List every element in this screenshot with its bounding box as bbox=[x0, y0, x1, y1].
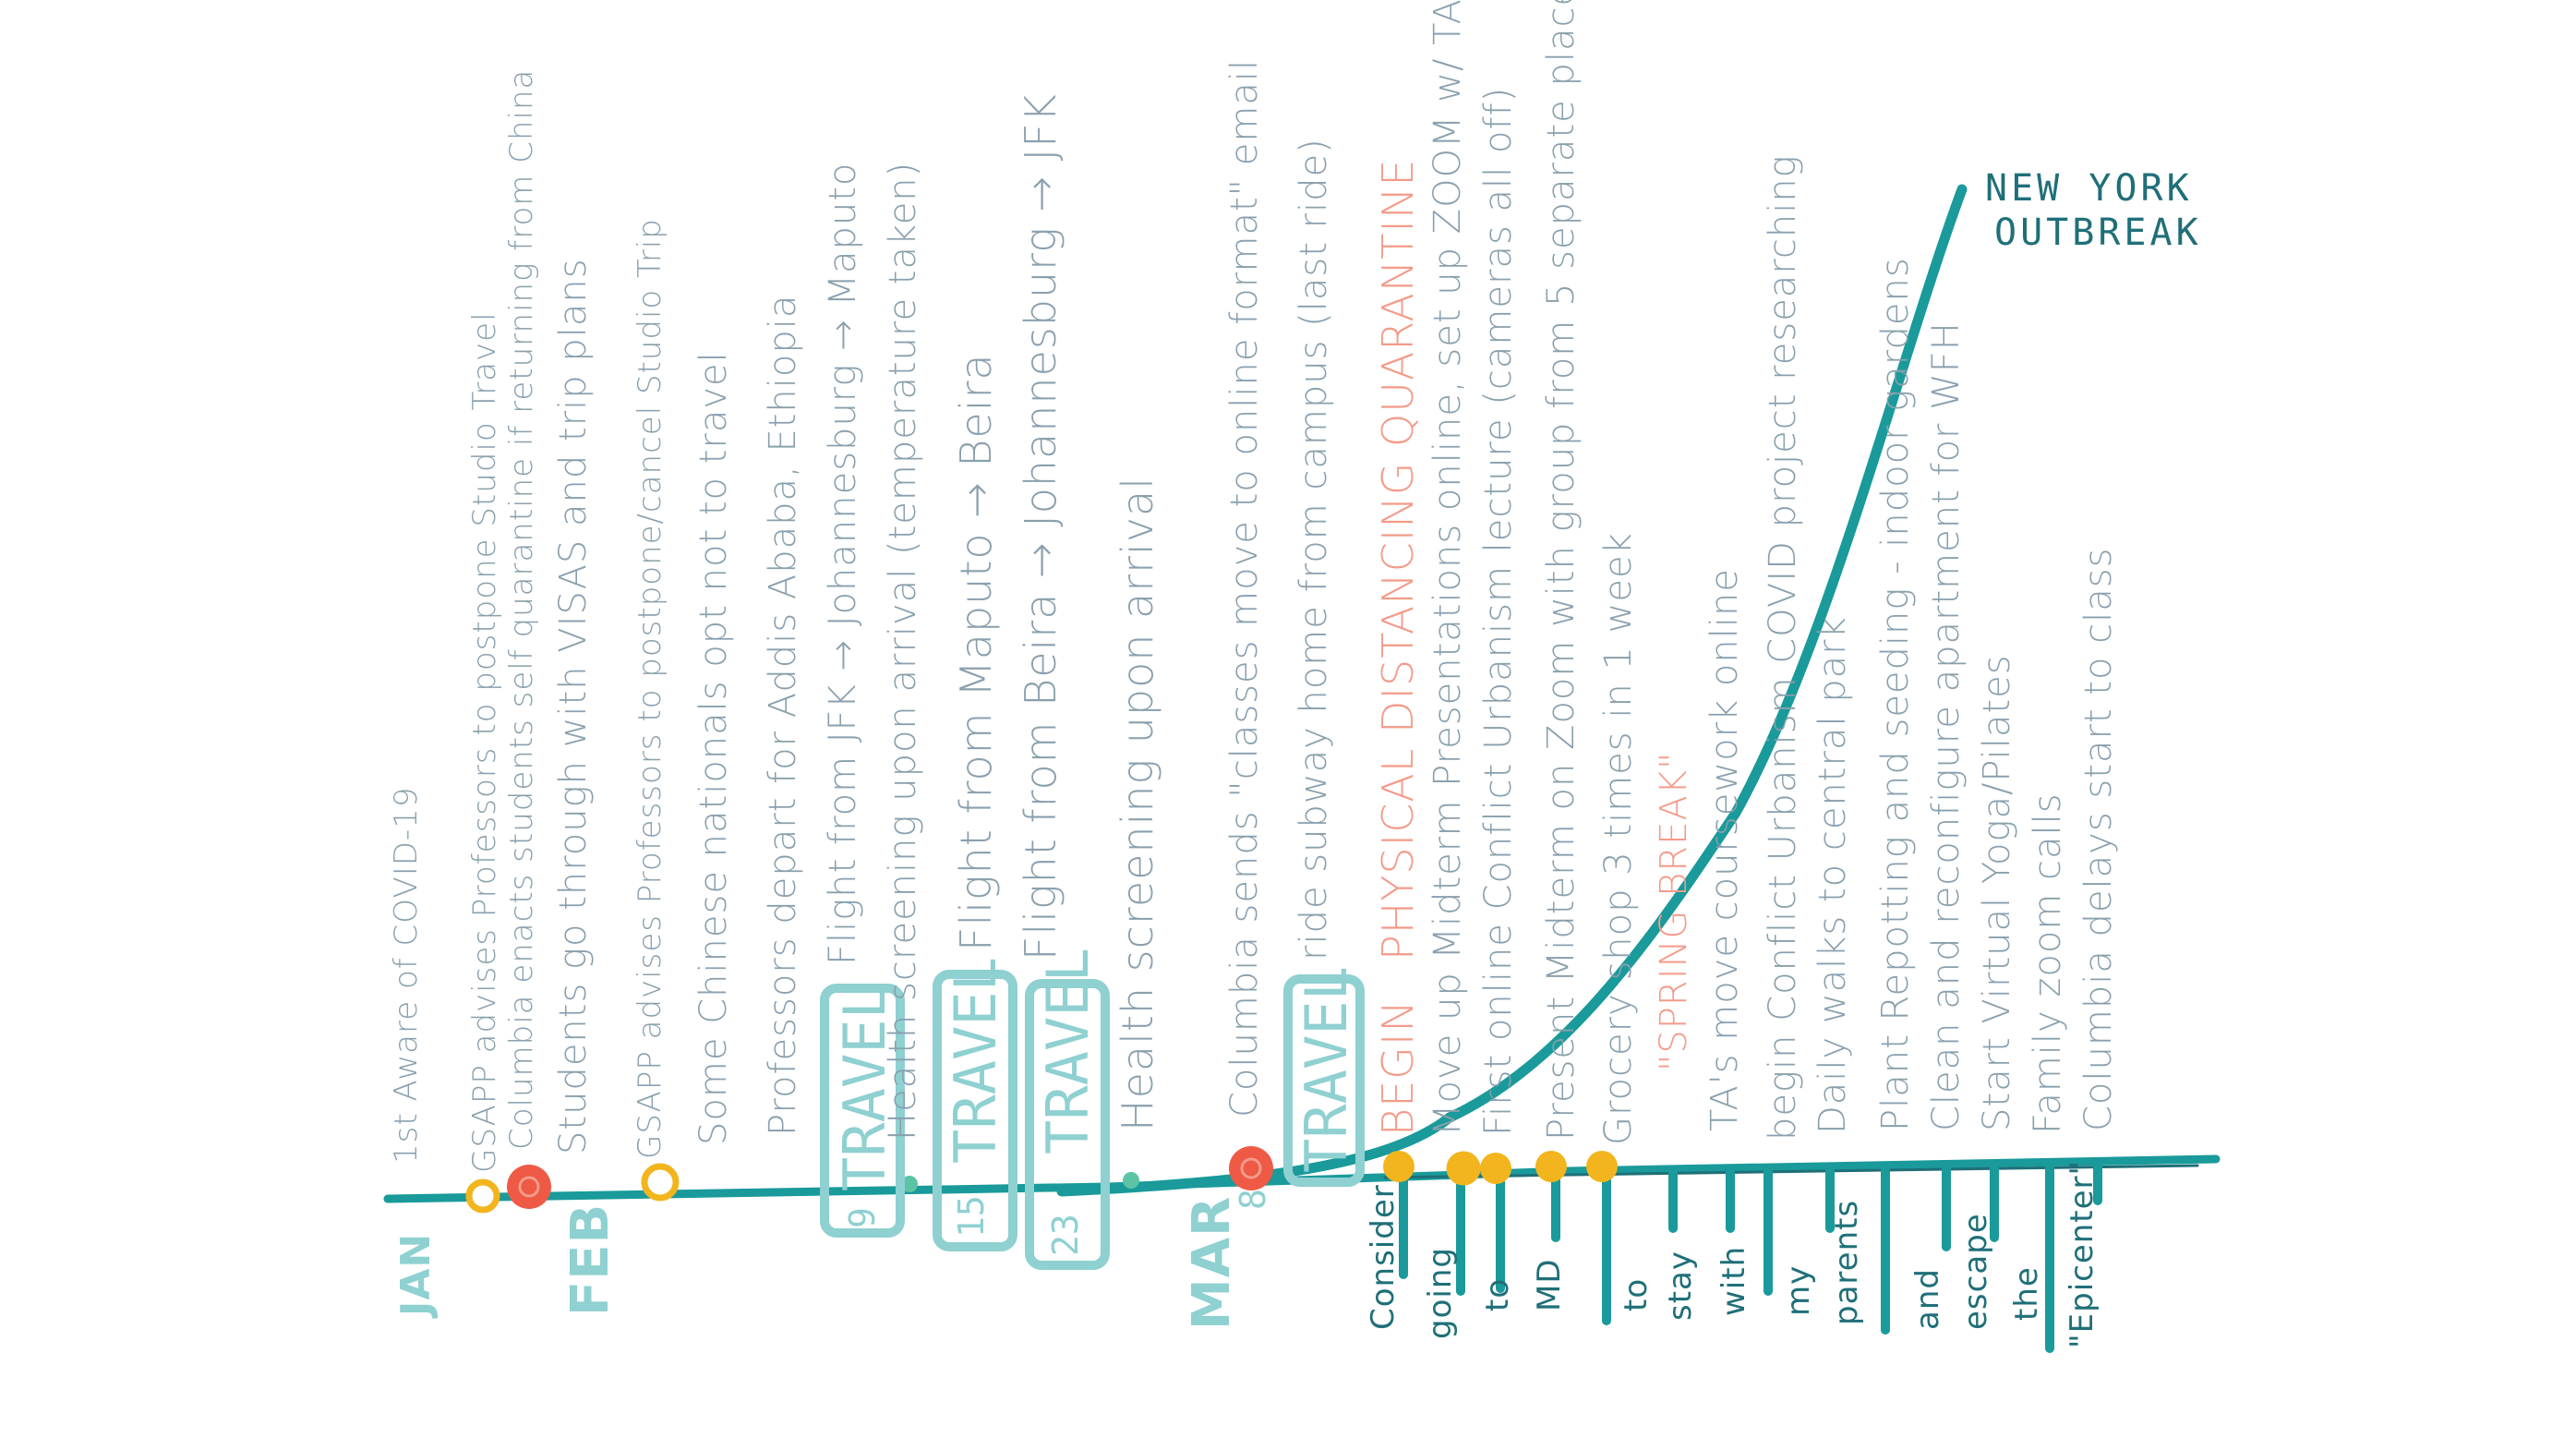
travel-date-23: 23 bbox=[1045, 1214, 1086, 1256]
event-family-zoom: Family zoom calls bbox=[2027, 792, 2069, 1134]
dot-red-inner bbox=[1240, 1157, 1262, 1179]
event-central-park: Daily walks to central park bbox=[1812, 616, 1854, 1134]
lower-word: and bbox=[1909, 1268, 1946, 1330]
travel-label: TRAVEL bbox=[942, 957, 1009, 1164]
outbreak-line1: NEW YORK bbox=[1985, 167, 2193, 210]
event-spring-break: "SPRING BREAK" bbox=[1653, 751, 1695, 1071]
lower-word: with bbox=[1715, 1245, 1752, 1316]
event-online-format: Columbia sends "classes move to online f… bbox=[1223, 58, 1266, 1118]
outbreak-line2: OUTBREAK bbox=[1994, 211, 2202, 254]
event-grocery: Grocery shop 3 times in 1 week bbox=[1597, 532, 1640, 1145]
month-jan: JAN bbox=[392, 1232, 439, 1316]
event-gsapp-postpone: GSAPP advises Professors to postpone Stu… bbox=[466, 311, 503, 1173]
dot-yellow-filled bbox=[1383, 1151, 1414, 1182]
travel-box-15 bbox=[933, 970, 1017, 1251]
travel-box-23 bbox=[1025, 979, 1110, 1270]
dot-yellow bbox=[641, 1163, 680, 1202]
event-covid-project: begin Conflict Urbanism COVID project re… bbox=[1762, 154, 1804, 1141]
lower-word: MD bbox=[1531, 1258, 1568, 1311]
event-chinese-nationals: Some Chinese nationals opt not to travel bbox=[692, 351, 735, 1145]
event-first-online-lecture: First online Conflict Urbanism lecture (… bbox=[1477, 86, 1520, 1136]
lower-word: to bbox=[1479, 1277, 1516, 1311]
dot-yellow bbox=[1446, 1151, 1481, 1186]
event-flight-jfk: Flight from JFK → Johannesburg → Maputo bbox=[822, 162, 864, 965]
lower-word: to bbox=[1618, 1277, 1655, 1311]
event-columbia-quarantine: Columbia enacts students self quarantine… bbox=[503, 68, 540, 1150]
lower-word: the bbox=[2008, 1266, 2045, 1321]
lower-word: parents bbox=[1828, 1199, 1865, 1325]
event-health-screening-1: Health screening upon arrival (temperatu… bbox=[882, 161, 924, 1141]
travel-label: TRAVEL bbox=[1034, 948, 1101, 1154]
dot-green bbox=[1123, 1172, 1139, 1189]
event-subway: ride subway home from campus (last ride) bbox=[1293, 138, 1335, 961]
dot-yellow bbox=[1586, 1151, 1618, 1182]
dot-green bbox=[901, 1176, 918, 1192]
dot-yellow bbox=[1480, 1153, 1511, 1184]
event-flight-beira: Flight from Beira → Johannesburg → JFK bbox=[1016, 93, 1065, 961]
quarantine-ticks bbox=[1399, 1159, 2102, 1353]
travel-box-9 bbox=[820, 984, 905, 1238]
event-physical-distancing: PHYSICAL DISTANCING QUARANTINE bbox=[1373, 158, 1423, 961]
event-virtual-yoga: Start Virtual Yoga/Pilates bbox=[1976, 654, 2018, 1131]
dot-yellow bbox=[1535, 1151, 1567, 1182]
lower-word: Consider bbox=[1365, 1184, 1402, 1330]
event-aware: 1st Aware of COVID-19 bbox=[388, 786, 425, 1164]
travel-box-8 bbox=[1283, 974, 1365, 1187]
event-begin: BEGIN bbox=[1373, 999, 1423, 1136]
lower-word: escape bbox=[1957, 1213, 1994, 1330]
event-plant-repotting: Plant Repotting and seeding - indoor gar… bbox=[1874, 257, 1917, 1131]
event-clean-apartment: Clean and reconfigure apartment for WFH bbox=[1925, 321, 1968, 1131]
travel-date-15: 15 bbox=[951, 1195, 992, 1238]
dot-red bbox=[507, 1165, 551, 1209]
lower-word: going bbox=[1422, 1247, 1459, 1339]
month-mar: MAR bbox=[1182, 1195, 1242, 1330]
lower-word: stay bbox=[1662, 1250, 1699, 1321]
travel-label: TRAVEL bbox=[1293, 966, 1360, 1173]
dot-yellow bbox=[465, 1178, 500, 1214]
event-visas: Students go through with VISAS and trip … bbox=[552, 258, 595, 1154]
event-present-midterm: Present Midterm on Zoom with group from … bbox=[1540, 0, 1583, 1141]
timeline-baseline-shadow bbox=[1383, 1164, 2199, 1179]
event-gsapp-cancel: GSAPP advises Professors to postpone/can… bbox=[632, 218, 668, 1159]
lower-word: "Epicenter" bbox=[2064, 1159, 2101, 1348]
event-addis-ababa: Professors depart for Addis Ababa, Ethio… bbox=[762, 294, 804, 1136]
outbreak-curve bbox=[1056, 184, 1968, 1197]
event-health-screening-2: Health screening upon arrival bbox=[1113, 476, 1162, 1131]
event-flight-maputo: Flight from Maputo → Beira bbox=[951, 353, 1001, 951]
travel-date-9: 9 bbox=[842, 1207, 883, 1228]
month-feb: FEB bbox=[560, 1202, 620, 1316]
dot-red bbox=[1229, 1146, 1273, 1190]
lower-word: my bbox=[1780, 1264, 1817, 1316]
event-columbia-delays: Columbia delays start to class bbox=[2077, 547, 2120, 1131]
event-ta-coursework: TA's move coursework online bbox=[1703, 568, 1746, 1131]
outbreak-label: NEW YORK OUTBREAK bbox=[1985, 166, 2202, 255]
event-dots bbox=[465, 1146, 1618, 1214]
event-midterm-zoom: Move up Midterm Presentations online, se… bbox=[1426, 0, 1469, 1136]
dot-red-inner bbox=[518, 1176, 540, 1198]
